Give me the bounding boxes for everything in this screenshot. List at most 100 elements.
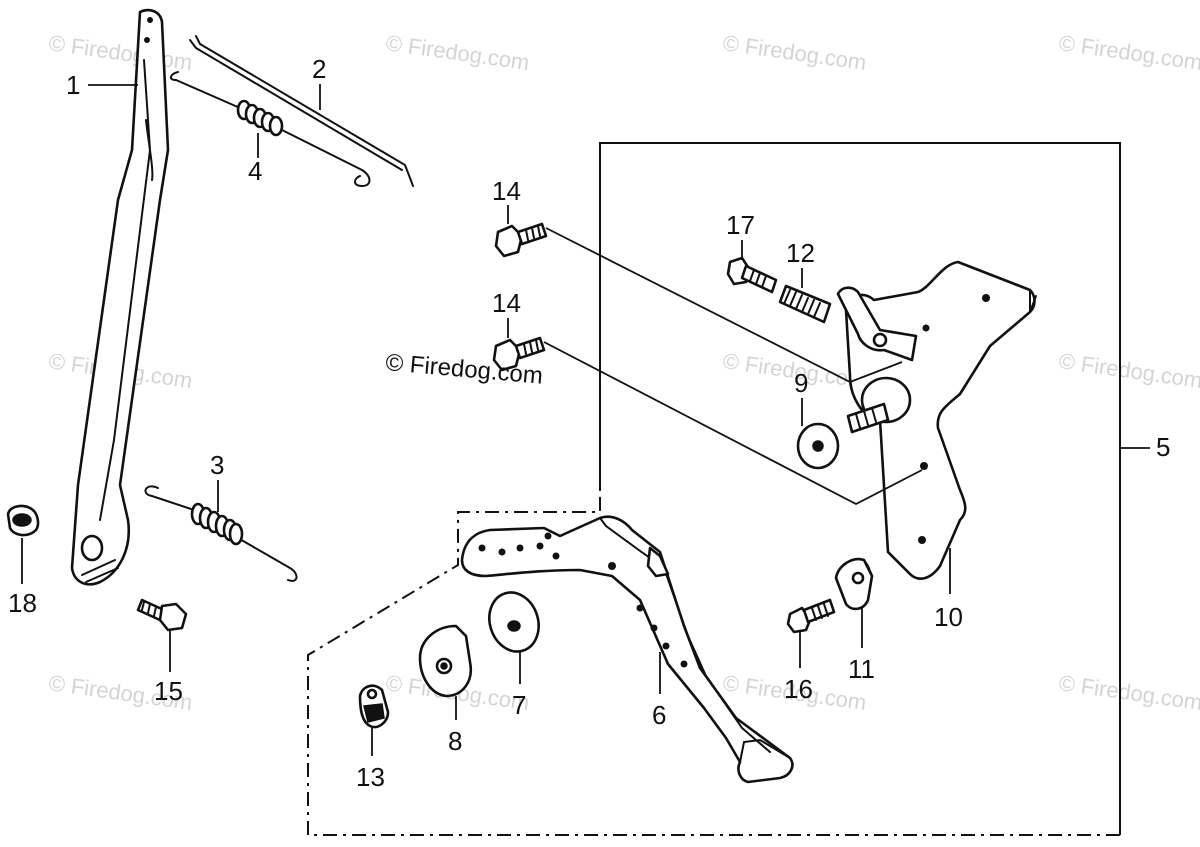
lever-plate-hole [536, 542, 544, 550]
callout-10: 10 [934, 602, 963, 632]
bolt-head [158, 602, 188, 632]
bracket-hole [982, 294, 990, 302]
callout-2: 2 [312, 54, 326, 84]
bolt-head [492, 338, 522, 372]
lever-plate-flange [599, 517, 771, 753]
washer-hole [812, 440, 824, 452]
clip-hole [851, 571, 865, 585]
bolt-thread [141, 601, 157, 617]
lever-plate-tip [739, 738, 791, 763]
part-8-cam-plate [418, 624, 473, 698]
part-6-lever-plate [460, 515, 794, 784]
bracket-tab [836, 286, 918, 362]
watermark: © Firedog.com [721, 30, 868, 75]
spring-hook-right [237, 537, 298, 582]
callout-5: 5 [1156, 432, 1170, 462]
part-16-screw [786, 598, 836, 634]
callout-1: 1 [66, 70, 80, 100]
rod-lower-line [189, 39, 403, 171]
callout-8: 8 [448, 726, 462, 756]
part-7-washer [488, 591, 540, 653]
lever-plate-hole [552, 552, 560, 560]
assembly-5-outline [307, 142, 1121, 836]
lever-plate-hole [544, 532, 552, 540]
callout-9: 9 [794, 368, 808, 398]
bolt-thread [523, 339, 539, 355]
callout-14-upper: 14 [492, 176, 521, 206]
watermark: © Firedog.com [47, 30, 194, 75]
stud-thread [783, 289, 821, 318]
lever-plate-body [460, 515, 794, 784]
clip-edge [863, 559, 873, 577]
callout-3: 3 [210, 450, 224, 480]
callout-13: 13 [356, 762, 385, 792]
lever-plate-tab [646, 546, 670, 578]
assembly-box-dashed [307, 490, 1120, 836]
watermarks: © Firedog.com © Firedog.com © Firedog.co… [47, 30, 1200, 715]
callout-14-lower: 14 [492, 288, 521, 318]
watermark: © Firedog.com [384, 30, 531, 75]
screw-thread [811, 603, 829, 621]
leader-14-upper-to-bracket [545, 227, 903, 383]
part-11-clip [834, 557, 874, 611]
assembly-box-solid [599, 142, 1121, 835]
callout-numbers: 1 2 3 4 5 6 7 8 9 10 11 12 13 14 14 15 1… [8, 54, 1170, 792]
callout-7: 7 [512, 690, 526, 720]
part-10-bracket [836, 260, 1037, 580]
callout-11: 11 [848, 654, 875, 684]
callout-6: 6 [652, 700, 666, 730]
cam-plate-edge [455, 625, 467, 637]
callout-15: 15 [154, 676, 183, 706]
bracket-edge [1029, 289, 1037, 313]
bracket-hole [918, 536, 926, 544]
bracket-tab-hole [872, 332, 888, 348]
lever-arm-foot [81, 559, 119, 583]
callout-4: 4 [248, 156, 262, 186]
lever-plate-hole [478, 544, 486, 552]
part-1-lever-arm [70, 8, 170, 586]
cam-plate-hole [440, 662, 448, 670]
spring-wire-right [277, 127, 371, 188]
clip-body [834, 557, 874, 611]
spring-coils [236, 99, 284, 137]
callout-12: 12 [786, 238, 815, 268]
lever-plate-hole [650, 624, 658, 632]
part-13-clip [358, 684, 390, 729]
bolt-head [494, 224, 524, 258]
lever-arm-slot [145, 119, 154, 181]
part-12-stud [778, 284, 832, 324]
clip-hole [366, 688, 378, 700]
bolt-thread [525, 225, 541, 241]
part-17-bolt [726, 256, 778, 294]
lever-arm-hole [144, 37, 150, 43]
part-14-bolt-lower [492, 336, 546, 372]
part-2-rod [189, 35, 414, 187]
watermark: © Firedog.com [1057, 670, 1200, 715]
part-14-bolt-upper [494, 222, 548, 258]
leader-14-lower-to-bracket [543, 341, 923, 506]
watermark: © Firedog.com [1057, 30, 1200, 75]
part-15-bolt [136, 598, 188, 632]
part-9-washer [796, 422, 840, 470]
washer-hole [507, 620, 521, 632]
part-18-nut [6, 504, 40, 537]
rod-upper-line [195, 35, 414, 187]
spring-wire-left [170, 71, 241, 109]
bracket-hole [920, 462, 928, 470]
part-4-spring-assembly [170, 71, 371, 188]
lever-arm-body [70, 8, 170, 586]
leader-lines [21, 84, 1150, 756]
bracket-hole [922, 324, 930, 332]
part-3-tension-spring [144, 485, 298, 582]
watermark: © Firedog.com [1057, 348, 1200, 393]
tension-spring-coils [190, 502, 244, 546]
lever-plate-hole [498, 548, 506, 556]
bolt-shank [740, 264, 778, 294]
lever-arm-rib [99, 59, 152, 521]
lever-plate-hole [516, 544, 524, 552]
callout-17: 17 [726, 210, 755, 240]
lever-plate-hole [662, 642, 670, 650]
bolt-thread [749, 269, 767, 288]
